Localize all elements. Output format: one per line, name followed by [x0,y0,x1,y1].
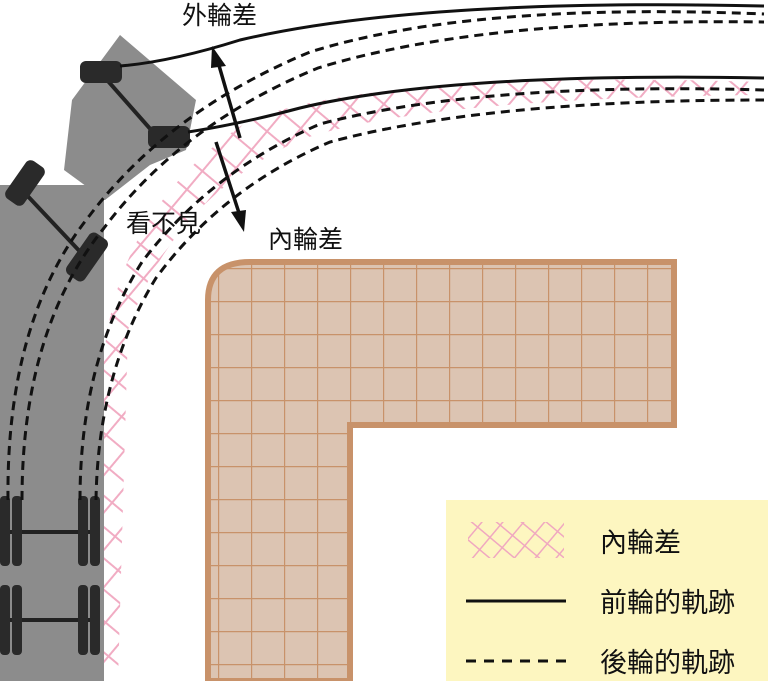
rear-track-2 [20,20,765,501]
legend-item-front-track: 前輪的軌跡 [600,588,735,619]
legend-hatch-swatch [468,522,564,558]
rear-right-tire-1 [78,496,88,566]
rear-track-3 [78,87,765,501]
front-track-inner [187,75,765,134]
rear2-left-tire-2 [12,585,22,655]
rear2-right-tire-1 [78,585,88,655]
rear2-left-tire-1 [0,585,10,655]
truck-cab [64,35,196,200]
rear-right-tire-2 [90,496,100,566]
outer-difference-label: 外輪差 [182,1,257,30]
inner-difference-label: 內輪差 [268,225,343,254]
rear-left-tire-2 [12,496,22,566]
rear-left-tire-1 [0,496,10,566]
legend-item-inner-difference: 內輪差 [600,528,681,559]
blind-spot-label: 看不見 [126,209,201,238]
legend: 內輪差 前輪的軌跡 後輪的軌跡 [446,500,768,681]
front-left-tire [80,61,122,83]
sidewalk-block [205,259,677,681]
front-track-outer [119,3,765,68]
rear-track-4 [94,98,765,501]
mid-left-tire [5,160,45,206]
rear-track-1 [6,10,765,501]
truck-topdown-icon [0,35,196,681]
front-right-tire [148,126,190,148]
double-arrow-icon [211,46,246,232]
mid-right-tire [66,232,108,282]
front-wheel-tracks [119,3,765,134]
rear2-right-tire-2 [90,585,100,655]
legend-item-rear-track: 後輪的軌跡 [600,648,735,679]
rear-wheel-tracks [6,10,765,501]
